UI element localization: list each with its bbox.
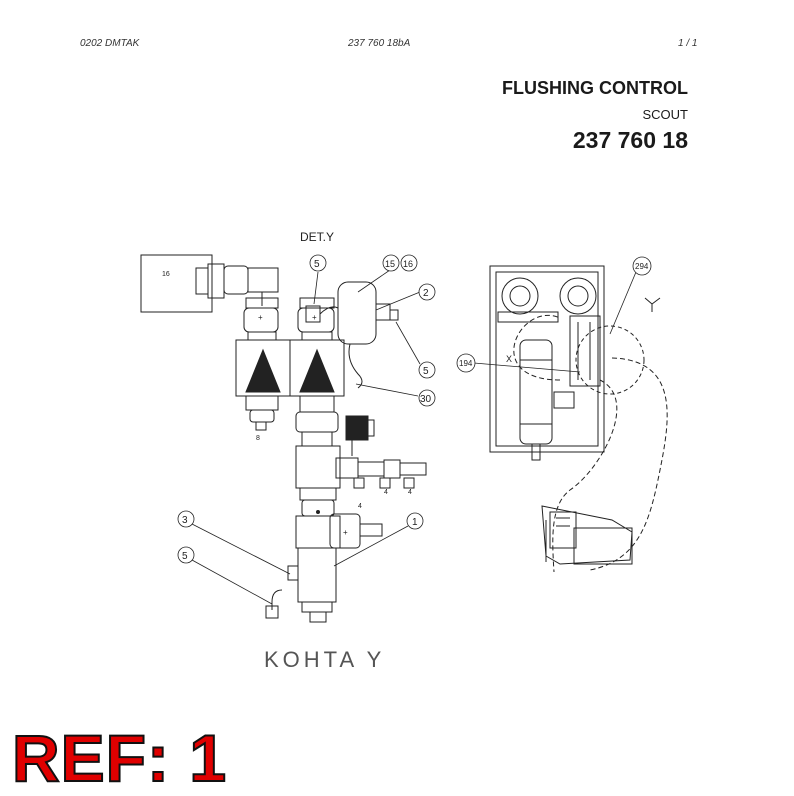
flow-valve	[297, 547, 337, 603]
tank	[519, 339, 553, 445]
balloon-number: 194	[459, 359, 473, 368]
cabinet-outline	[489, 265, 605, 453]
balloon-number: 294	[635, 262, 649, 271]
document-title: FLUSHING CONTROL	[502, 78, 688, 98]
mounting-block	[140, 254, 213, 313]
view-caption: KOHTA Y	[264, 647, 385, 672]
header-page-count: 1 / 1	[678, 38, 698, 49]
header-drawing-number: 237 760 18bA	[348, 38, 411, 49]
quantity-label: 4	[408, 489, 412, 496]
detail-label: DET.Y	[300, 230, 334, 244]
document-subtitle: SCOUT	[642, 107, 689, 122]
balloon-number: 3	[182, 515, 188, 526]
balloon-number: 16	[403, 259, 413, 269]
balloon-number: 5	[314, 259, 320, 270]
ref-badge: REF: 1	[11, 720, 228, 796]
balloon-number: 30	[420, 394, 432, 405]
balloon-number: 5	[423, 366, 429, 377]
valve-assembly	[569, 315, 601, 387]
svg-text:+: +	[258, 313, 263, 322]
balloon-number: 15	[385, 259, 395, 269]
balloon-item	[309, 254, 327, 272]
fitting	[195, 267, 209, 295]
part-number: 237 760 18	[572, 127, 688, 153]
balloon-number: 5	[182, 551, 188, 562]
balloon-number: 1	[412, 517, 418, 528]
balloon-number: 2	[423, 288, 429, 299]
pipe-body	[295, 445, 341, 489]
quantity-label: 8	[256, 435, 260, 442]
svg-text:+: +	[343, 528, 348, 537]
pressure-switch	[337, 281, 377, 345]
block-label: 16	[162, 271, 170, 278]
header-code: 0202 DMTAK	[80, 38, 140, 49]
svg-text:+: +	[312, 313, 317, 322]
quantity-label: 4	[358, 503, 362, 510]
quantity-label: 4	[384, 489, 388, 496]
section-mark: X	[506, 354, 512, 364]
